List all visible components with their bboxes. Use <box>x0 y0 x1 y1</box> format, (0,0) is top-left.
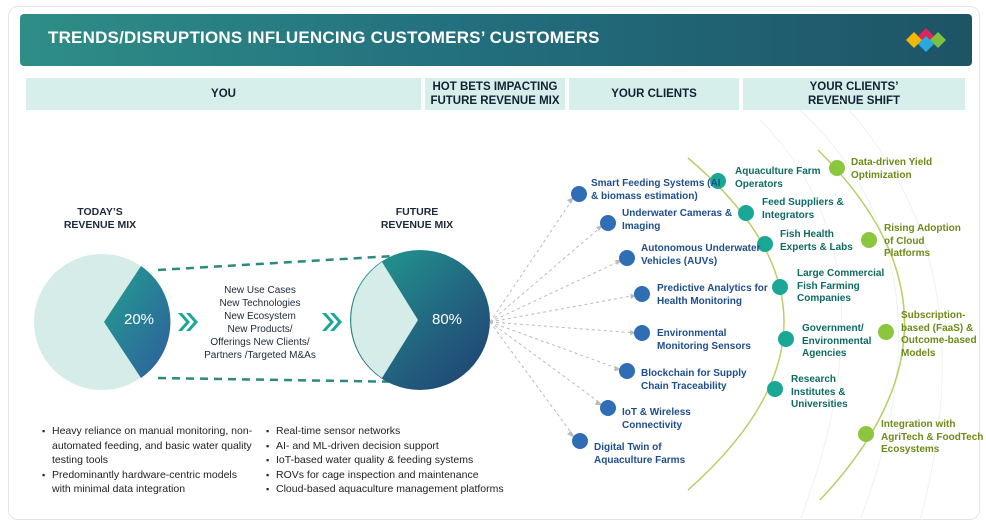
client-label: Fish Health Experts & Labs <box>780 229 853 253</box>
chevron-right-icon <box>322 313 342 331</box>
hot-bet-label: Underwater Cameras & Imaging <box>622 208 733 232</box>
header-you: YOU <box>26 78 421 110</box>
drivers-list: New Use Cases New Technologies New Ecosy… <box>196 284 324 362</box>
fan-arrows <box>489 196 638 439</box>
client-nodes <box>710 173 794 397</box>
client-label: Research Institutes & Universities <box>791 374 848 410</box>
revenue-shift-label: Integration with AgriTech & FoodTech Eco… <box>881 419 984 455</box>
driver-item: New Ecosystem <box>224 311 296 322</box>
today-bullets: Heavy reliance on manual monitoring, non… <box>42 424 272 497</box>
header-your-clients: YOUR CLIENTS <box>569 78 739 110</box>
client-label: Feed Suppliers & Integrators <box>762 197 844 221</box>
future-pie <box>350 250 490 390</box>
title-banner: TRENDS/DISRUPTIONS INFLUENCING CUSTOMERS… <box>20 14 972 66</box>
revenue-shift-label: Subscription- based (FaaS) & Outcome-bas… <box>901 310 977 359</box>
header-revenue-shift: YOUR CLIENTS’ REVENUE SHIFT <box>743 78 965 110</box>
hot-bet-label: Digital Twin of Aquaculture Farms <box>594 442 686 466</box>
driver-item: New Technologies <box>219 298 301 309</box>
bullet-item: Cloud-based aquaculture management platf… <box>266 482 526 497</box>
tunnel-top-line <box>157 253 411 272</box>
chevron-right-icon <box>178 313 198 331</box>
revenue-shift-arc <box>817 149 906 501</box>
bullet-item: Predominantly hardware-centric models wi… <box>42 468 272 497</box>
driver-item: Partners /Targeted M&As <box>204 350 316 361</box>
revenue-shift-label: Data-driven Yield Optimization <box>851 157 933 181</box>
hot-bet-label: Blockchain for Supply Chain Traceability <box>641 368 747 392</box>
hot-bet-label: IoT & Wireless Connectivity <box>622 407 691 431</box>
driver-item: Offerings New Clients/ <box>210 337 310 348</box>
bullet-item: Real-time sensor networks <box>266 424 526 439</box>
bullet-item: IoT-based water quality & feeding system… <box>266 453 526 468</box>
hot-bet-label: Predictive Analytics for Health Monitori… <box>657 283 768 307</box>
page-title: TRENDS/DISRUPTIONS INFLUENCING CUSTOMERS… <box>48 28 600 47</box>
client-label: Government/ Environmental Agencies <box>802 323 872 359</box>
today-label: TODAY’S REVENUE MIX <box>63 206 137 231</box>
bullet-item: Heavy reliance on manual monitoring, non… <box>42 424 272 468</box>
bullet-item: AI- and ML-driven decision support <box>266 439 526 454</box>
client-label: Large Commercial Fish Farming Companies <box>797 268 885 304</box>
driver-item: New Products/ <box>227 324 293 335</box>
header-hot-bets: HOT BETS IMPACTING FUTURE REVENUE MIX <box>425 78 565 110</box>
hot-bet-label: Environmental Monitoring Sensors <box>657 328 751 352</box>
client-label: Aquaculture Farm Operators <box>735 166 821 190</box>
driver-item: New Use Cases <box>224 285 296 296</box>
brand-logo-icon <box>906 28 946 52</box>
future-percent: 80% <box>432 311 463 328</box>
today-percent: 20% <box>124 311 155 328</box>
hot-bet-label: Smart Feeding Systems (AI & biomass esti… <box>591 178 721 202</box>
hot-bet-nodes <box>571 186 650 449</box>
future-bullets: Real-time sensor networks AI- and ML-dri… <box>266 424 526 497</box>
future-label: FUTURE REVENUE MIX <box>380 206 454 231</box>
revenue-shift-nodes <box>829 160 894 442</box>
hot-bet-label: Autonomous Underwater Vehicles (AUVs) <box>641 243 761 267</box>
today-pie <box>34 254 171 390</box>
clients-arc <box>687 157 785 491</box>
bullet-item: ROVs for cage inspection and maintenance <box>266 468 526 483</box>
tunnel-bottom-line <box>157 376 411 384</box>
revenue-shift-label: Rising Adoption of Cloud Platforms <box>884 223 961 259</box>
